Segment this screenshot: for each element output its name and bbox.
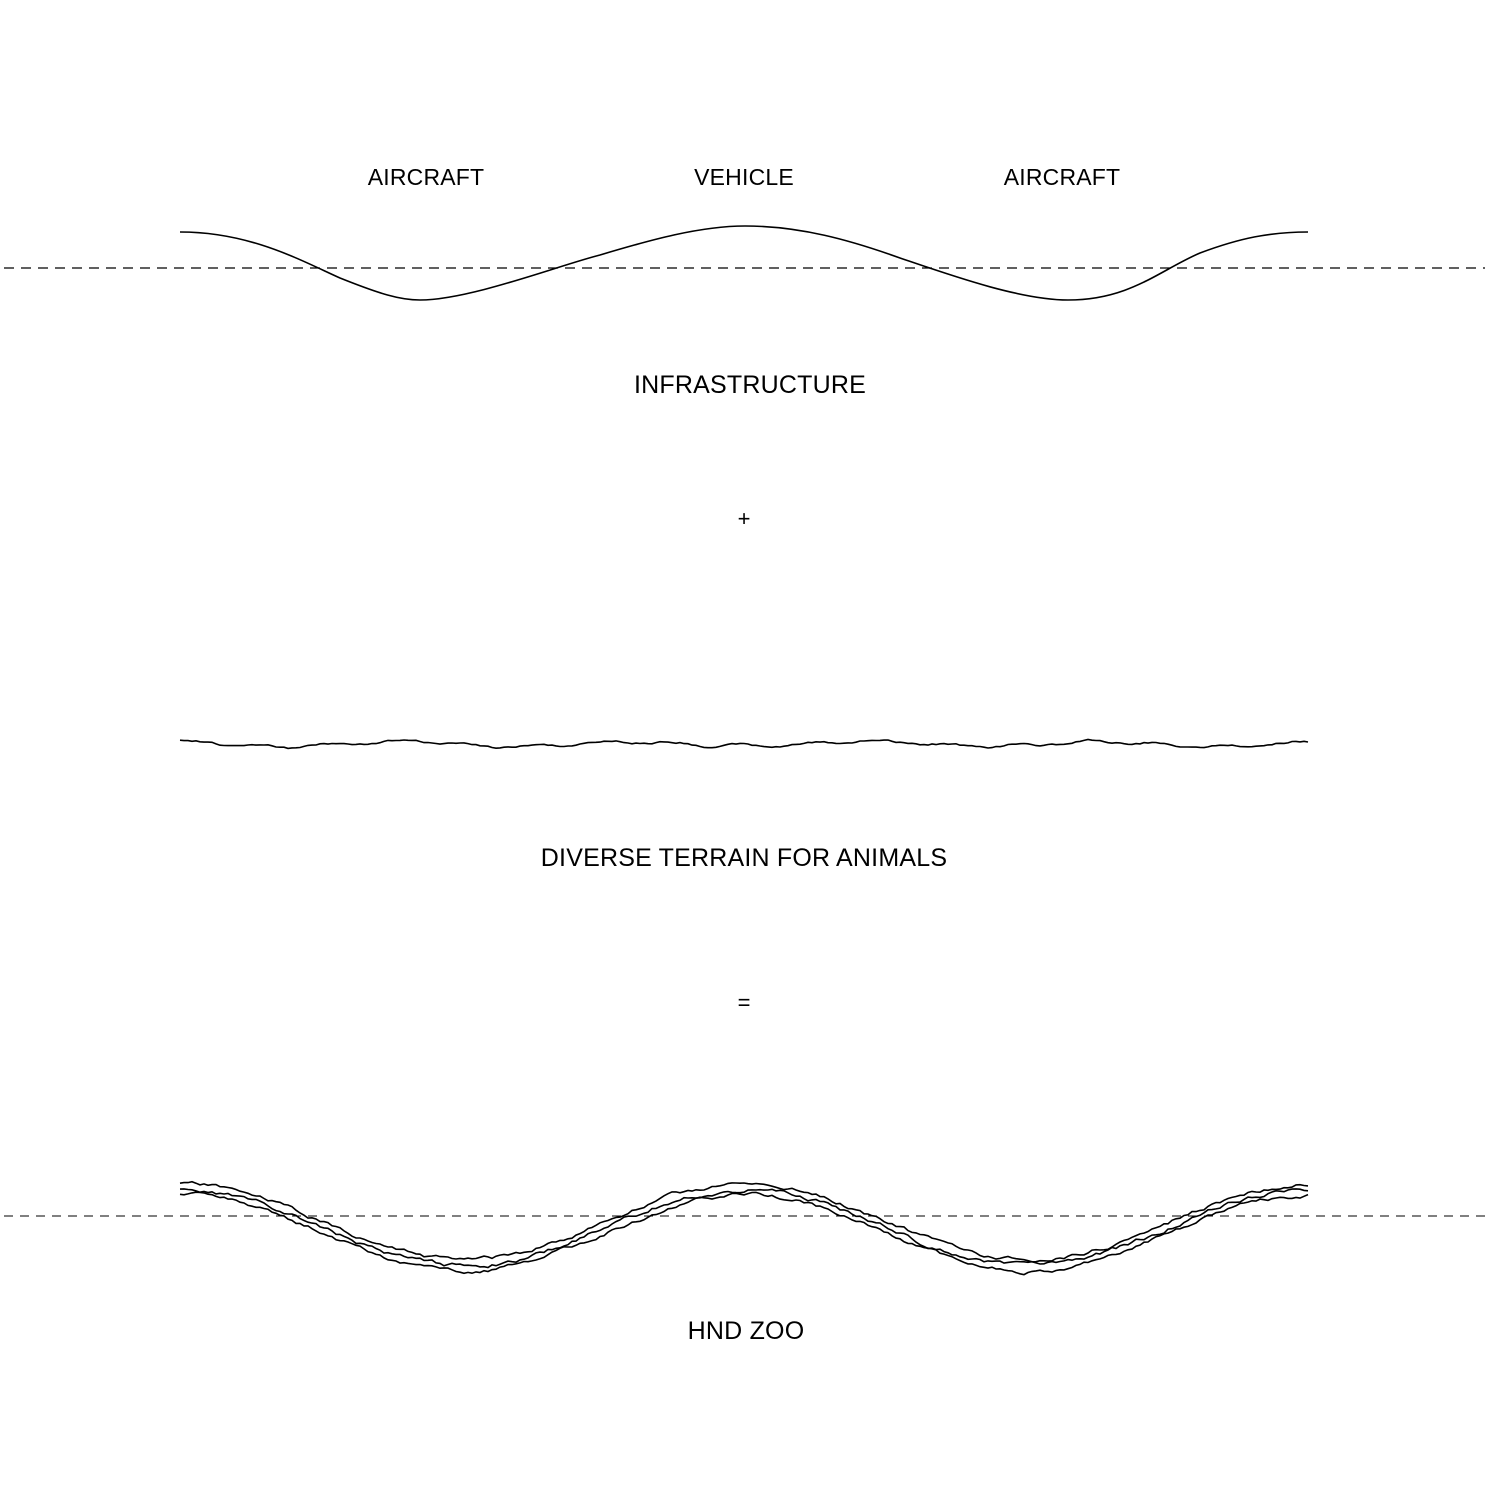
vehicle-label: VEHICLE <box>694 164 794 190</box>
plus-symbol: + <box>737 506 751 531</box>
infrastructure-wave <box>179 225 1309 301</box>
equals-symbol: = <box>737 990 751 1015</box>
infrastructure-label: INFRASTRUCTURE <box>634 371 866 399</box>
combined-wave-c <box>179 1191 1309 1276</box>
result-label: HND ZOO <box>687 1317 805 1345</box>
aircraft-label-right: AIRCRAFT <box>1003 164 1121 190</box>
terrain-label: DIVERSE TERRAIN FOR ANIMALS <box>540 844 948 872</box>
aircraft-label-left: AIRCRAFT <box>367 164 485 190</box>
combined-wave-b <box>179 1188 1309 1269</box>
terrain-line <box>179 738 1309 750</box>
combined-wave-a <box>179 1180 1309 1263</box>
